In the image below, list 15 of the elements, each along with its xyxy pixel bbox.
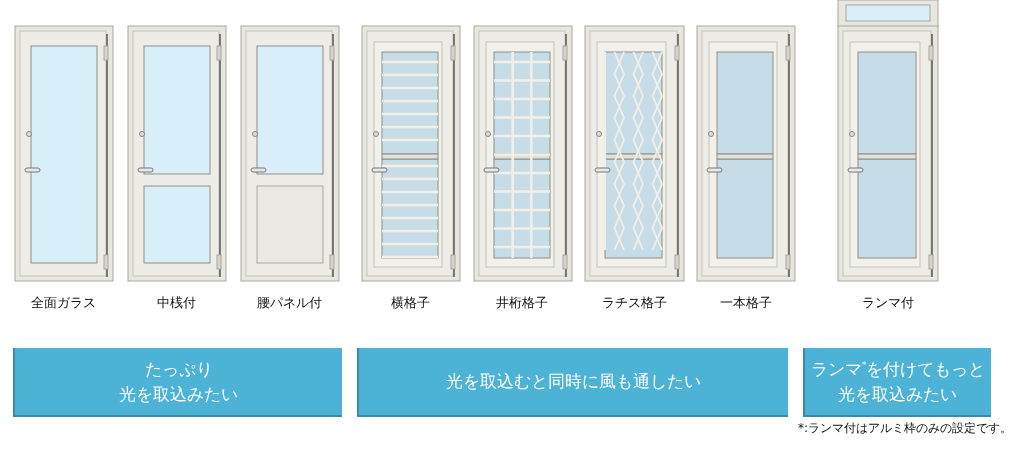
banner-text: 光を取込むと同時に風も通したい: [445, 370, 702, 394]
door-caption: 横格子: [390, 294, 430, 312]
door-caption: 中桟付: [156, 294, 196, 312]
door-caption: ラチス格子: [601, 294, 667, 312]
door-caption: 全面ガラス: [30, 294, 96, 312]
banner-text: たっぷり光を取込みたい: [118, 357, 239, 406]
footnote: *:ランマ付はアルミ枠のみの設定です。: [798, 421, 1013, 435]
banner: [357, 348, 788, 417]
door-caption: 井桁格子: [496, 294, 548, 312]
door-caption: 一本格子: [720, 294, 772, 312]
door-caption: ランマ付: [862, 294, 914, 312]
door-caption: 腰パネル付: [256, 294, 322, 312]
banner: [13, 348, 342, 417]
banner-text: ランマ$^{*}$を付けてもっと光を取込みたい: [809, 357, 987, 406]
banner: [803, 348, 991, 417]
